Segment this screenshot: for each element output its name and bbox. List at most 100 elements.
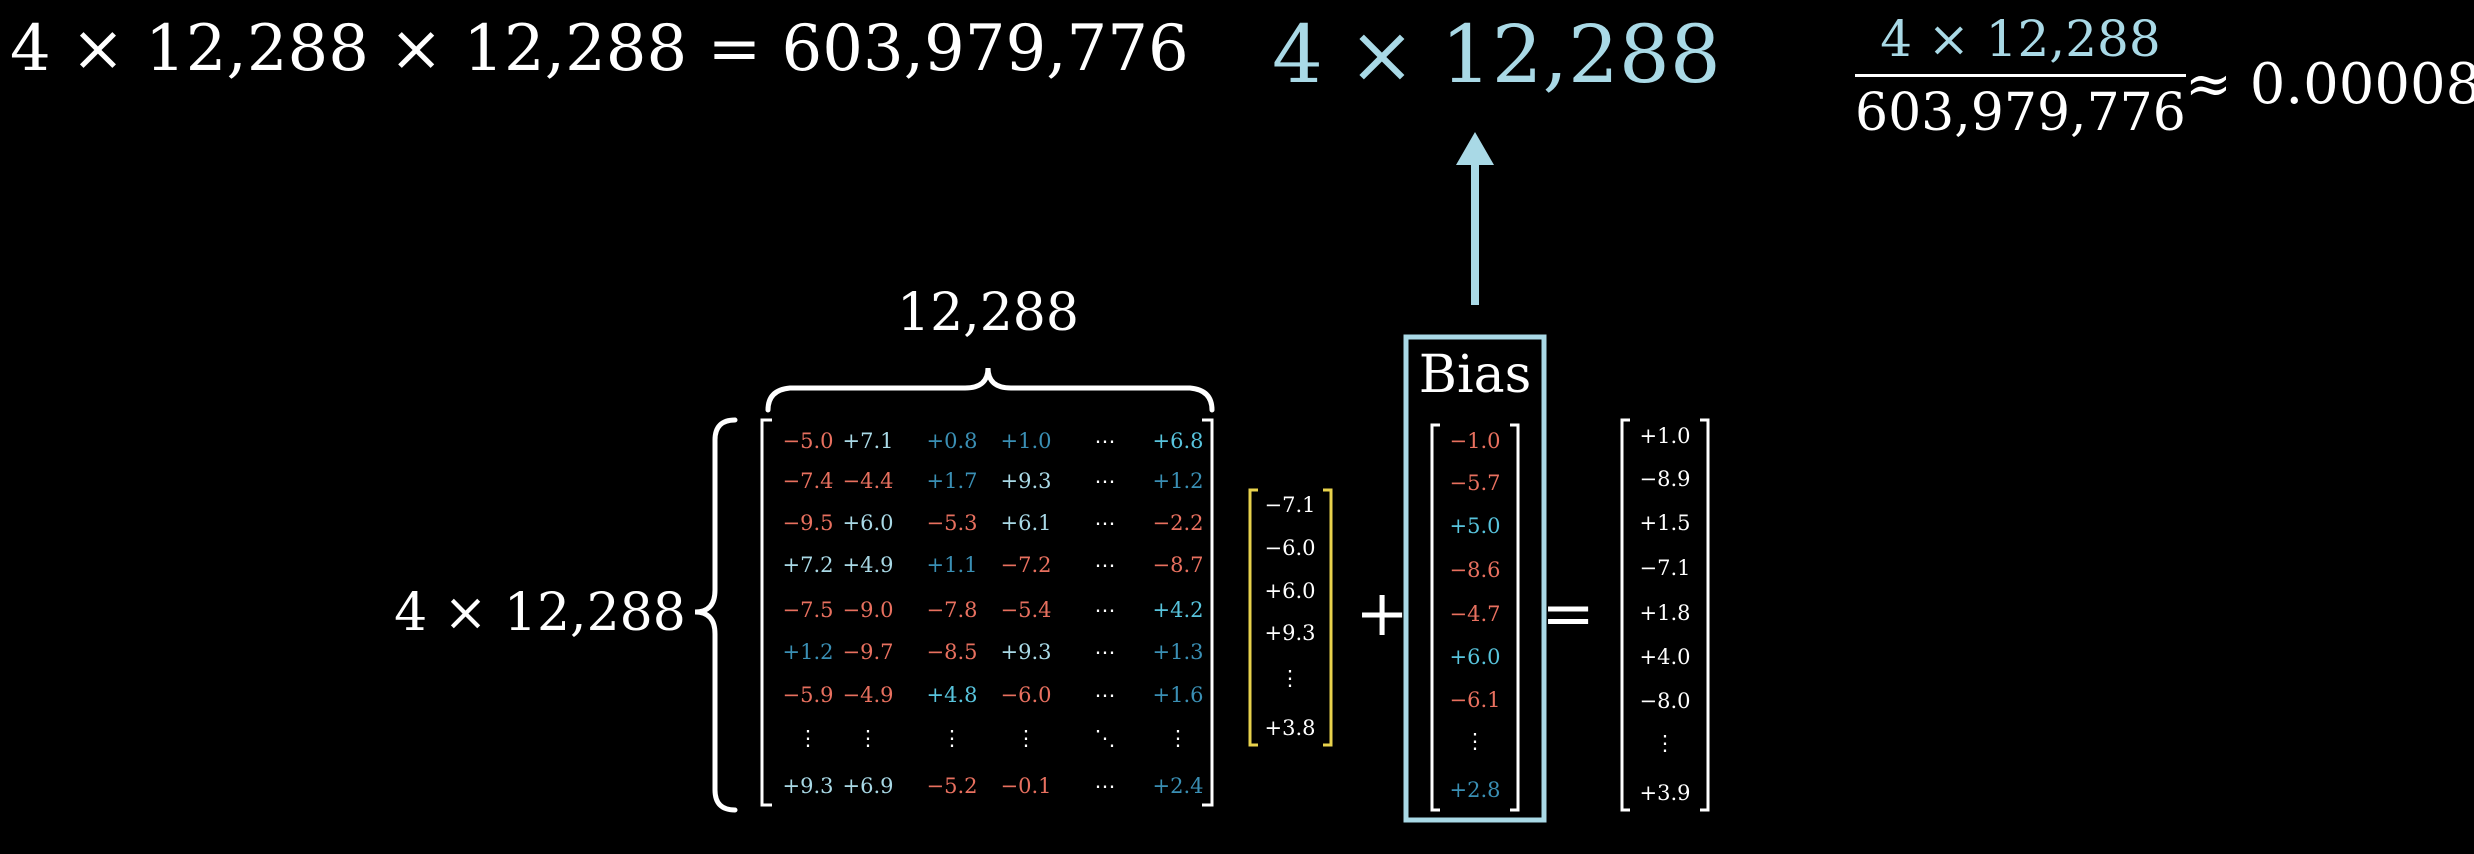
bias-vector-entry: +6.0 bbox=[1450, 645, 1501, 669]
weight-matrix-cell: −7.2 bbox=[1001, 553, 1052, 577]
columns-label: 12,288 bbox=[897, 283, 1079, 343]
weight-matrix-cell: ⋯ bbox=[1095, 640, 1116, 664]
bias-vector-entry: +5.0 bbox=[1450, 514, 1501, 538]
result-vector-entry: −8.0 bbox=[1640, 689, 1691, 713]
weight-matrix: −5.0+7.1+0.8+1.0⋯+6.8−7.4−4.4+1.7+9.3⋯+1… bbox=[783, 429, 1204, 798]
weight-matrix-cell: ⋯ bbox=[1095, 774, 1116, 798]
weight-matrix-cell: +7.2 bbox=[783, 553, 834, 577]
weight-matrix-cell: +4.9 bbox=[843, 553, 894, 577]
bias-vector-entry: ⋮ bbox=[1465, 729, 1486, 753]
weight-matrix-cell: +7.1 bbox=[843, 429, 894, 453]
weight-matrix-cell: +6.1 bbox=[1001, 511, 1052, 535]
weight-matrix-cell: +1.7 bbox=[927, 469, 978, 493]
input-vector-entry: +9.3 bbox=[1265, 621, 1316, 645]
weight-matrix-cell: +9.3 bbox=[1001, 640, 1052, 664]
input-vector-entry: +6.0 bbox=[1265, 579, 1316, 603]
weight-matrix-cell: ⋯ bbox=[1095, 553, 1116, 577]
plus-sign: + bbox=[1355, 577, 1409, 651]
result-vector: +1.0 −8.9 +1.5 −7.1 +1.8 +4.0 −8.0 ⋮ +3.9 bbox=[1640, 424, 1691, 805]
weight-matrix-cell: +6.9 bbox=[843, 774, 894, 798]
input-vector-entry: −7.1 bbox=[1265, 493, 1316, 517]
weight-matrix-cell: +4.2 bbox=[1153, 598, 1204, 622]
weight-matrix-cell: ⋯ bbox=[1095, 683, 1116, 707]
total-weights-equation: 4 × 12,288 × 12,288 = 603,979,776 bbox=[10, 12, 1189, 86]
weight-matrix-right-bracket bbox=[1202, 418, 1214, 807]
weight-matrix-cell: −7.5 bbox=[783, 598, 834, 622]
weight-matrix-cell: −4.4 bbox=[843, 469, 894, 493]
weight-matrix-left-bracket bbox=[760, 418, 772, 807]
weight-matrix-cell: ⋮ bbox=[858, 726, 879, 750]
weight-matrix-cell: −0.1 bbox=[1001, 774, 1052, 798]
bias-box bbox=[1403, 334, 1547, 823]
bias-vector: −1.0 −5.7 +5.0 −8.6 −4.7 +6.0 −6.1 ⋮ +2.8 bbox=[1450, 429, 1501, 802]
input-vector-right-bracket bbox=[1323, 488, 1333, 747]
weight-matrix-cell: ⋯ bbox=[1095, 469, 1116, 493]
bias-vector-left-bracket bbox=[1430, 423, 1440, 812]
weight-matrix-cell: +1.0 bbox=[1001, 429, 1052, 453]
weight-matrix-cell: −2.2 bbox=[1153, 511, 1204, 535]
weight-matrix-cell: ⋯ bbox=[1095, 598, 1116, 622]
weight-matrix-cell: +9.3 bbox=[1001, 469, 1052, 493]
weight-matrix-cell: −5.3 bbox=[927, 511, 978, 535]
result-vector-entry: +3.9 bbox=[1640, 781, 1691, 805]
result-vector-entry: +1.5 bbox=[1640, 511, 1691, 535]
rows-label: 4 × 12,288 bbox=[394, 583, 686, 643]
bias-vector-entry: −1.0 bbox=[1450, 429, 1501, 453]
weight-matrix-cell: −8.7 bbox=[1153, 553, 1204, 577]
bias-vector-entry: −5.7 bbox=[1450, 471, 1501, 495]
bias-vector-entry: −6.1 bbox=[1450, 688, 1501, 712]
rows-brace bbox=[694, 417, 738, 813]
result-vector-entry: −8.9 bbox=[1640, 467, 1691, 491]
result-vector-entry: +1.8 bbox=[1640, 601, 1691, 625]
bias-vector-entry: −8.6 bbox=[1450, 558, 1501, 582]
weight-matrix-cell: −4.9 bbox=[843, 683, 894, 707]
input-vector-entry: −6.0 bbox=[1265, 536, 1316, 560]
weight-matrix-cell: +1.6 bbox=[1153, 683, 1204, 707]
result-vector-entry: +1.0 bbox=[1640, 424, 1691, 448]
weight-matrix-cell: −5.2 bbox=[927, 774, 978, 798]
weight-matrix-cell: +1.2 bbox=[783, 640, 834, 664]
input-vector-entry: +3.8 bbox=[1265, 716, 1316, 740]
weight-matrix-cell: −9.7 bbox=[843, 640, 894, 664]
weight-matrix-cell: −9.0 bbox=[843, 598, 894, 622]
bias-vector-entry: +2.8 bbox=[1450, 778, 1501, 802]
weight-matrix-cell: ⋮ bbox=[1168, 726, 1189, 750]
weight-matrix-cell: −8.5 bbox=[927, 640, 978, 664]
bias-fraction: 4 × 12,288 603,979,776 bbox=[1855, 10, 2186, 143]
equals-sign: = bbox=[1541, 577, 1595, 651]
weight-matrix-cell: ⋱ bbox=[1095, 726, 1116, 750]
weight-matrix-cell: +6.0 bbox=[843, 511, 894, 535]
up-arrow-icon bbox=[1456, 132, 1494, 305]
bias-vector-entry: −4.7 bbox=[1450, 602, 1501, 626]
weight-matrix-cell: +1.1 bbox=[927, 553, 978, 577]
result-vector-entry: +4.0 bbox=[1640, 645, 1691, 669]
weight-matrix-cell: ⋯ bbox=[1095, 429, 1116, 453]
weight-matrix-cell: −7.4 bbox=[783, 469, 834, 493]
weight-matrix-cell: +1.2 bbox=[1153, 469, 1204, 493]
input-vector-left-bracket bbox=[1248, 488, 1258, 747]
weight-matrix-cell: −6.0 bbox=[1001, 683, 1052, 707]
weight-matrix-cell: ⋯ bbox=[1095, 511, 1116, 535]
bias-count-label: 4 × 12,288 bbox=[1272, 8, 1721, 101]
fraction-bar bbox=[1855, 74, 2186, 77]
result-vector-entry: −7.1 bbox=[1640, 556, 1691, 580]
weight-matrix-cell: −5.4 bbox=[1001, 598, 1052, 622]
weight-matrix-cell: +4.8 bbox=[927, 683, 978, 707]
weight-matrix-cell: +0.8 bbox=[927, 429, 978, 453]
fraction-denominator: 603,979,776 bbox=[1855, 83, 2186, 143]
columns-brace bbox=[765, 367, 1215, 413]
input-vector-entry: ⋮ bbox=[1280, 666, 1301, 690]
input-vector: −7.1 −6.0 +6.0 +9.3 ⋮ +3.8 bbox=[1265, 493, 1316, 740]
weight-matrix-cell: −7.8 bbox=[927, 598, 978, 622]
bias-vector-right-bracket bbox=[1510, 423, 1520, 812]
weight-matrix-cell: ⋮ bbox=[1016, 726, 1037, 750]
weight-matrix-cell: −5.9 bbox=[783, 683, 834, 707]
bias-title: Bias bbox=[1419, 345, 1532, 405]
result-vector-right-bracket bbox=[1700, 418, 1710, 812]
result-vector-left-bracket bbox=[1620, 418, 1630, 812]
result-vector-entry: ⋮ bbox=[1655, 731, 1676, 755]
weight-matrix-cell: +6.8 bbox=[1153, 429, 1204, 453]
weight-matrix-cell: ⋮ bbox=[942, 726, 963, 750]
approx-value: ≈ 0.00008 bbox=[2185, 52, 2474, 117]
